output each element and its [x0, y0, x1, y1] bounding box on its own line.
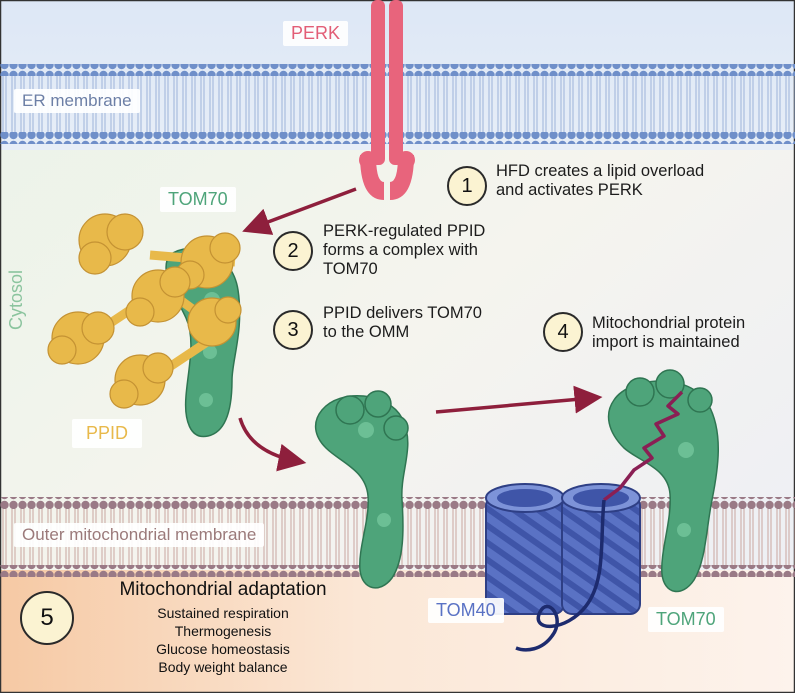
step-1-number: 1 [447, 166, 487, 206]
cytosol-label: Cytosol [6, 269, 26, 330]
step-5-number: 5 [20, 591, 74, 645]
protein-tail [515, 499, 606, 652]
step-2-number: 2 [273, 231, 313, 271]
perk-receptor [359, 0, 415, 200]
arrow-omm-to-import [435, 385, 603, 414]
tom70-bottom-label: TOM70 [648, 607, 724, 632]
step-4-number: 4 [543, 312, 583, 352]
outer-membrane-label: Outer mitochondrial membrane [14, 523, 265, 547]
arrow-perk-to-complex [242, 187, 357, 235]
adaptation-effect: Body weight balance [158, 659, 288, 675]
arrow-complex-to-omm [238, 417, 307, 472]
tom40-label: TOM40 [428, 598, 504, 623]
perk-label: PERK [283, 21, 349, 46]
adaptation-effect: Thermogenesis [174, 623, 272, 639]
tom70-right-shape [607, 369, 719, 593]
imported-protein-chain [602, 390, 684, 502]
step-3-number: 3 [273, 310, 313, 350]
adaptation-title: Mitochondrial adaptation [119, 579, 327, 600]
ppid-shapes [47, 213, 242, 409]
adaptation-block: Mitochondrial adaptation Sustained respi… [88, 579, 358, 676]
tom70-top-label: TOM70 [160, 187, 236, 212]
tom40-channel [485, 483, 641, 615]
ppid-label: PPID [72, 419, 143, 448]
adaptation-effect: Glucose homeostasis [156, 641, 290, 657]
tom70-omm-shape [314, 390, 409, 589]
er-membrane-label: ER membrane [14, 89, 140, 113]
adaptation-effect: Sustained respiration [157, 605, 289, 621]
